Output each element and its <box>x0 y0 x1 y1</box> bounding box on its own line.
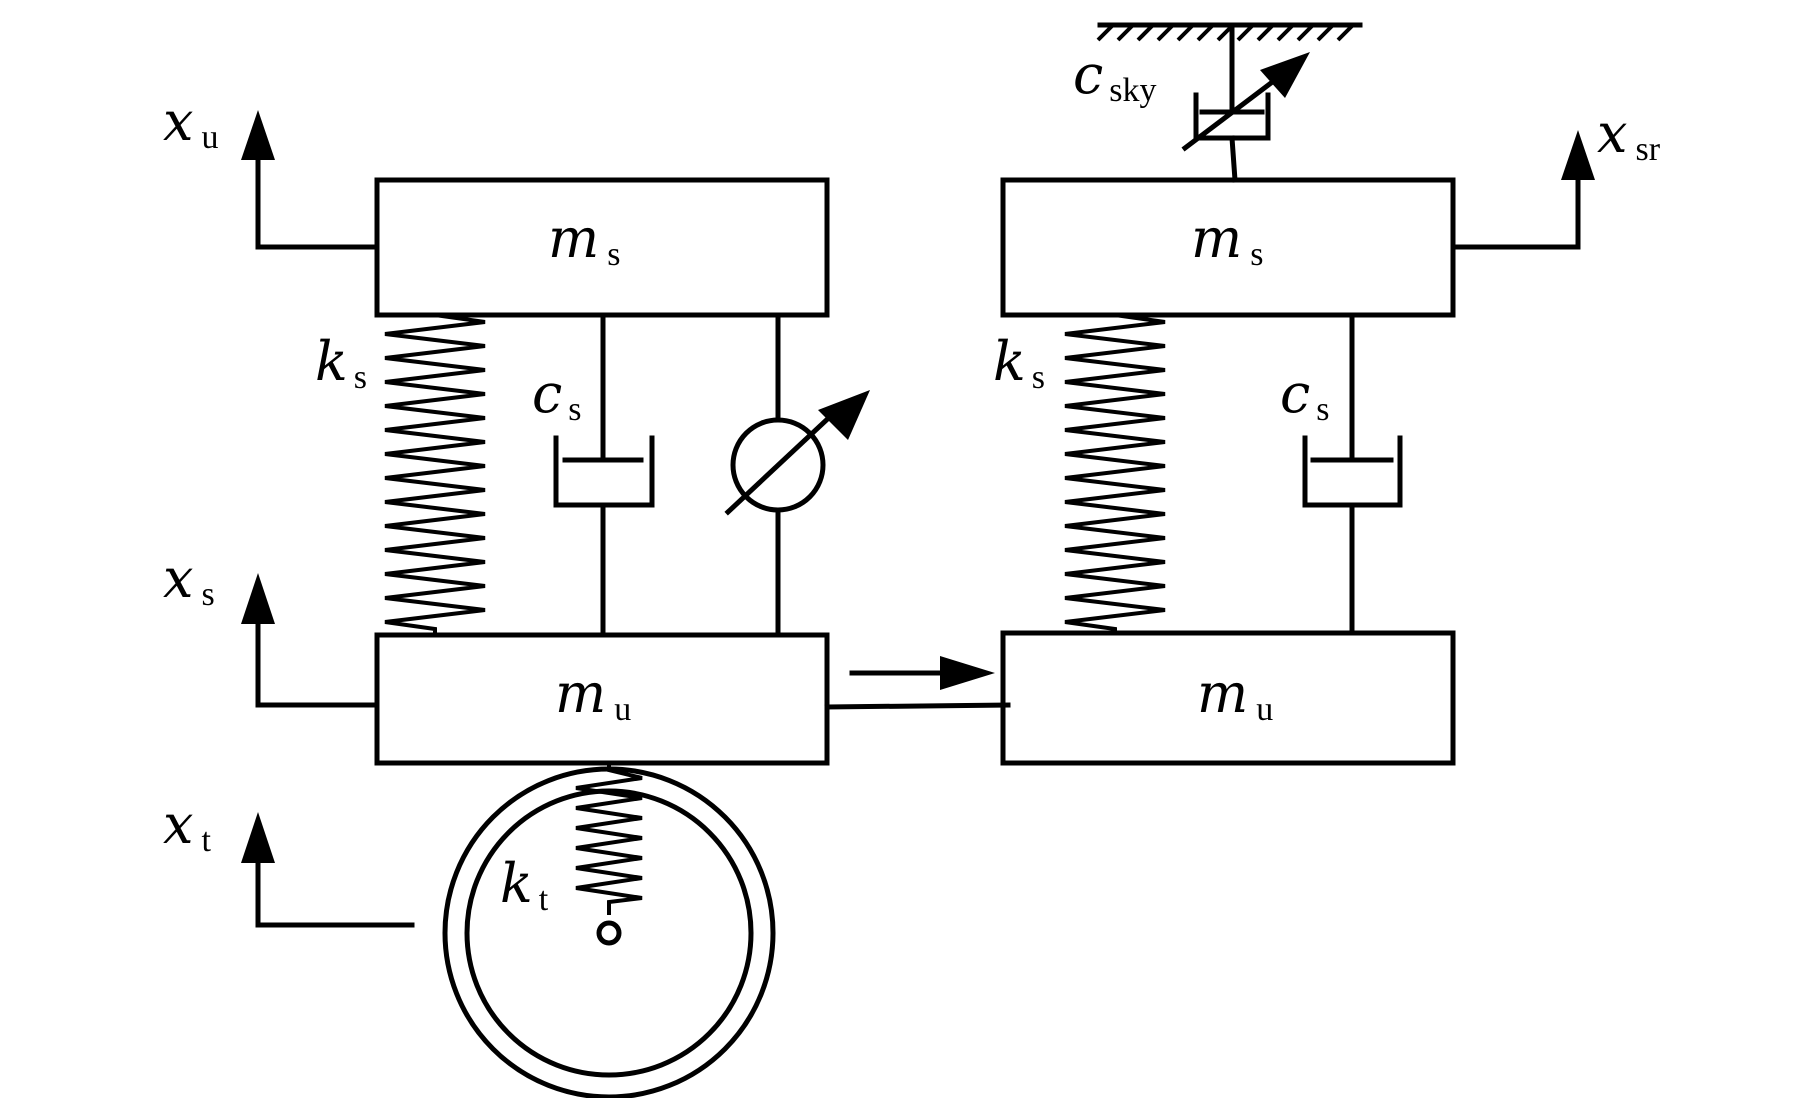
right-passive-damper <box>1302 312 1403 636</box>
skyhook-variable-arrow-head <box>1260 52 1310 98</box>
left-mid-displacement-arrow <box>241 573 380 708</box>
left-variable-damper <box>724 312 870 638</box>
left-wheel-hub <box>596 920 622 946</box>
left-tire-outer <box>442 766 776 1098</box>
left-suspension-spring <box>384 313 486 635</box>
left-variable-arrow-head <box>818 390 870 440</box>
right-suspension-spring <box>1064 313 1166 633</box>
right-displacement-arrow <box>1450 130 1595 250</box>
right-unsprung-mass-box <box>1000 630 1456 766</box>
left-tire-spring <box>575 763 643 915</box>
skyhook-ground <box>1096 22 1363 42</box>
equivalence-arrow-head <box>940 656 995 690</box>
left-passive-damper <box>553 312 655 638</box>
left-sprung-mass-box <box>374 177 830 318</box>
skyhook-damper <box>1181 22 1310 183</box>
equivalence-connector <box>824 656 1011 710</box>
left-top-displacement-arrow <box>241 110 380 250</box>
left-bottom-displacement-arrow <box>241 812 415 928</box>
